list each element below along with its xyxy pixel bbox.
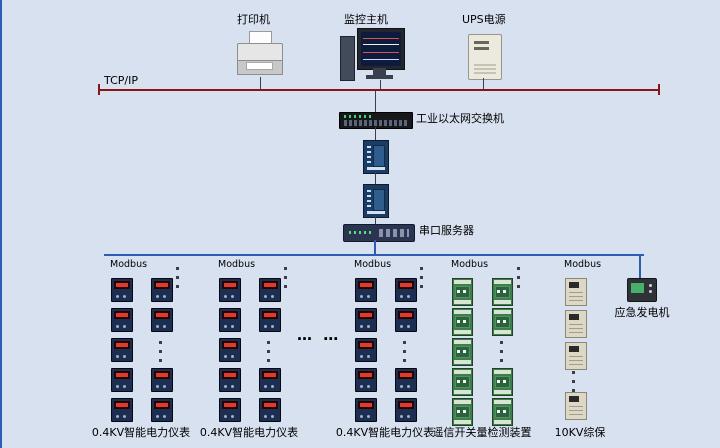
- power-meter-icon: [151, 308, 173, 332]
- vertical-ellipsis-icon: [500, 336, 503, 362]
- monitor-host-icon: [340, 28, 406, 81]
- printer-icon: [236, 31, 284, 77]
- io-module-icon: [452, 398, 473, 426]
- modbus-label: Modbus: [110, 259, 148, 270]
- generator-label: 应急发电机: [614, 306, 670, 319]
- power-meter-icon: [111, 398, 133, 422]
- vertical-ellipsis-icon: [176, 262, 179, 288]
- group-bottom-label: 0.4KV智能电力仪表: [335, 426, 435, 439]
- power-meter-icon: [259, 308, 281, 332]
- tcpip-label: TCP/IP: [104, 74, 138, 87]
- vertical-ellipsis-icon: [517, 262, 520, 288]
- power-meter-icon: [355, 308, 377, 332]
- power-meter-icon: [151, 278, 173, 302]
- power-meter-icon: [111, 338, 133, 362]
- protection-relay-icon: [565, 392, 587, 420]
- power-meter-icon: [355, 278, 377, 302]
- ups-label: UPS电源: [462, 13, 506, 26]
- connector-line: [375, 127, 376, 140]
- vertical-ellipsis-icon: [572, 371, 575, 392]
- connector-line: [375, 172, 376, 184]
- vertical-ellipsis-icon: [420, 262, 423, 288]
- modbus-line: [0, 0, 2, 154]
- modbus-line: [639, 256, 641, 278]
- modbus-line: [374, 240, 376, 255]
- protection-relay-icon: [565, 342, 587, 370]
- vertical-ellipsis-icon: [403, 336, 406, 362]
- io-module-icon: [492, 398, 513, 426]
- group-bottom-label: 遥信开关量检测装置: [432, 426, 532, 439]
- ethernet-switch-icon: [339, 112, 413, 129]
- connector-line: [375, 91, 376, 112]
- modbus-label: Modbus: [354, 259, 392, 270]
- modbus-line: [0, 308, 2, 448]
- power-meter-icon: [259, 368, 281, 392]
- modbus-label: Modbus: [218, 259, 256, 270]
- connector-line: [260, 77, 261, 90]
- power-meter-icon: [355, 368, 377, 392]
- media-converter-icon: [363, 140, 389, 174]
- power-meter-icon: [259, 278, 281, 302]
- power-meter-icon: [111, 308, 133, 332]
- modbus-bus-line: [104, 254, 644, 256]
- connector-line: [380, 80, 381, 90]
- io-module-icon: [492, 278, 513, 306]
- power-meter-icon: [111, 278, 133, 302]
- power-meter-icon: [219, 338, 241, 362]
- power-meter-icon: [219, 368, 241, 392]
- modbus-label: Modbus: [564, 259, 602, 270]
- power-meter-icon: [395, 308, 417, 332]
- modbus-line: [0, 154, 2, 308]
- io-module-icon: [452, 278, 473, 306]
- power-meter-icon: [111, 368, 133, 392]
- power-meter-icon: [395, 368, 417, 392]
- power-meter-icon: [355, 338, 377, 362]
- power-meter-icon: [219, 278, 241, 302]
- tcpip-bus-line: [99, 89, 659, 91]
- connector-line: [483, 78, 484, 90]
- serial-server-label: 串口服务器: [419, 224, 474, 237]
- io-module-icon: [452, 338, 473, 366]
- power-meter-icon: [219, 308, 241, 332]
- vertical-ellipsis-icon: [267, 336, 270, 362]
- power-meter-icon: [395, 398, 417, 422]
- connector-line: [375, 216, 376, 224]
- more-groups-ellipsis: … …: [297, 326, 342, 344]
- io-module-icon: [452, 308, 473, 336]
- io-module-icon: [452, 368, 473, 396]
- printer-label: 打印机: [237, 13, 270, 26]
- modbus-label: Modbus: [451, 259, 489, 270]
- vertical-ellipsis-icon: [159, 336, 162, 362]
- group-bottom-label: 0.4KV智能电力仪表: [199, 426, 299, 439]
- power-meter-icon: [395, 278, 417, 302]
- io-module-icon: [492, 368, 513, 396]
- power-meter-icon: [151, 368, 173, 392]
- protection-relay-icon: [565, 278, 587, 306]
- group-bottom-label: 10KV综保: [554, 426, 606, 439]
- ups-icon: [468, 34, 502, 80]
- vertical-ellipsis-icon: [284, 262, 287, 288]
- group-bottom-label: 0.4KV智能电力仪表: [91, 426, 191, 439]
- power-meter-icon: [151, 398, 173, 422]
- power-meter-icon: [219, 398, 241, 422]
- io-module-icon: [492, 308, 513, 336]
- switch-label: 工业以太网交换机: [416, 112, 504, 125]
- tcpip-endcap-right: [658, 84, 660, 95]
- protection-relay-icon: [565, 310, 587, 338]
- monitor-host-label: 监控主机: [344, 13, 388, 26]
- emergency-generator-icon: [627, 278, 657, 302]
- serial-server-icon: [343, 224, 415, 242]
- power-meter-icon: [259, 398, 281, 422]
- media-converter-icon: [363, 184, 389, 218]
- power-meter-icon: [355, 398, 377, 422]
